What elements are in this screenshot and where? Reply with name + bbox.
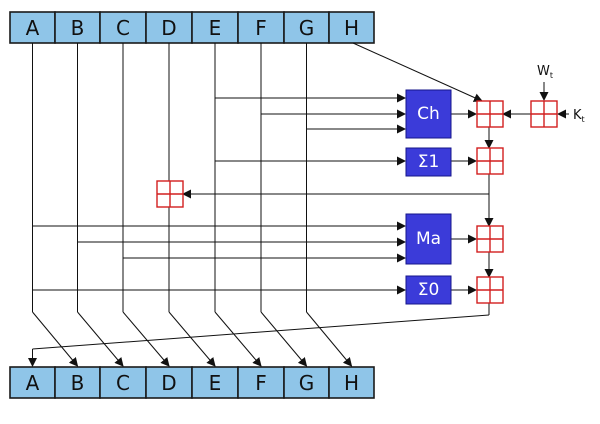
top-register-b: B — [54, 11, 101, 44]
wire-g-to-h — [306, 311, 353, 367]
sigma1-function-box: Σ1 — [405, 147, 452, 177]
bottom-register-b: B — [54, 366, 101, 399]
adder-d — [156, 180, 184, 208]
k-input-label: Kt — [573, 108, 585, 124]
top-register-c-label: C — [116, 16, 130, 40]
wire-e-to-f — [214, 311, 262, 367]
top-register-e: E — [191, 11, 239, 44]
bottom-register-f-label: F — [255, 371, 267, 395]
ch-function-box: Ch — [405, 89, 452, 139]
bottom-register-e: E — [191, 366, 239, 399]
bottom-register-d: D — [145, 366, 193, 399]
top-register-f: F — [237, 11, 285, 44]
w-input-label: Wt — [537, 64, 553, 80]
adder-ma — [476, 225, 504, 253]
wire-f-to-g — [260, 311, 308, 367]
adder-sigma1 — [476, 147, 504, 175]
wires — [28, 42, 569, 367]
top-register-e-label: E — [209, 16, 222, 40]
bottom-register-row: A B C D E F G H — [9, 366, 375, 399]
sigma0-function-box: Σ0 — [405, 275, 452, 305]
bottom-register-c-label: C — [116, 371, 130, 395]
top-register-a: A — [9, 11, 56, 44]
wire-a-to-b — [32, 311, 79, 367]
bottom-register-h-label: H — [344, 371, 359, 395]
k-input-sub: t — [582, 115, 585, 124]
bottom-register-h: H — [328, 366, 375, 399]
top-register-d-label: D — [161, 16, 176, 40]
wire-b-to-c — [77, 311, 124, 367]
top-register-g: G — [283, 11, 330, 44]
bottom-register-d-label: D — [161, 371, 176, 395]
adder-main — [476, 100, 504, 128]
adder-wk — [530, 100, 558, 128]
bottom-register-a: A — [9, 366, 56, 399]
wire-sum-to-a — [32, 314, 490, 350]
bottom-register-e-label: E — [209, 371, 222, 395]
w-input-sub: t — [550, 71, 553, 80]
top-register-a-label: A — [26, 16, 40, 40]
sigma1-label: Σ1 — [418, 152, 440, 172]
sigma0-label: Σ0 — [418, 280, 440, 300]
bottom-register-b-label: B — [71, 371, 85, 395]
top-register-f-label: F — [255, 16, 267, 40]
ma-label: Ma — [416, 229, 441, 249]
adder-sigma0 — [476, 276, 504, 304]
bottom-register-g: G — [283, 366, 330, 399]
wire-d-to-e — [168, 311, 216, 367]
k-input-main: K — [573, 108, 582, 123]
bottom-register-c: C — [99, 366, 147, 399]
top-register-row: A B C D E F G H — [9, 11, 375, 44]
wire-c-to-d — [122, 311, 170, 367]
wire-h-to-adder — [352, 42, 483, 102]
top-register-b-label: B — [71, 16, 85, 40]
bottom-register-g-label: G — [299, 371, 315, 395]
ma-function-box: Ma — [405, 213, 452, 265]
ch-label: Ch — [417, 104, 440, 124]
top-register-d: D — [145, 11, 193, 44]
bottom-register-a-label: A — [26, 371, 40, 395]
w-input-main: W — [537, 64, 550, 79]
bottom-register-f: F — [237, 366, 285, 399]
top-register-c: C — [99, 11, 147, 44]
top-register-g-label: G — [299, 16, 315, 40]
top-register-h: H — [328, 11, 375, 44]
top-register-h-label: H — [344, 16, 359, 40]
